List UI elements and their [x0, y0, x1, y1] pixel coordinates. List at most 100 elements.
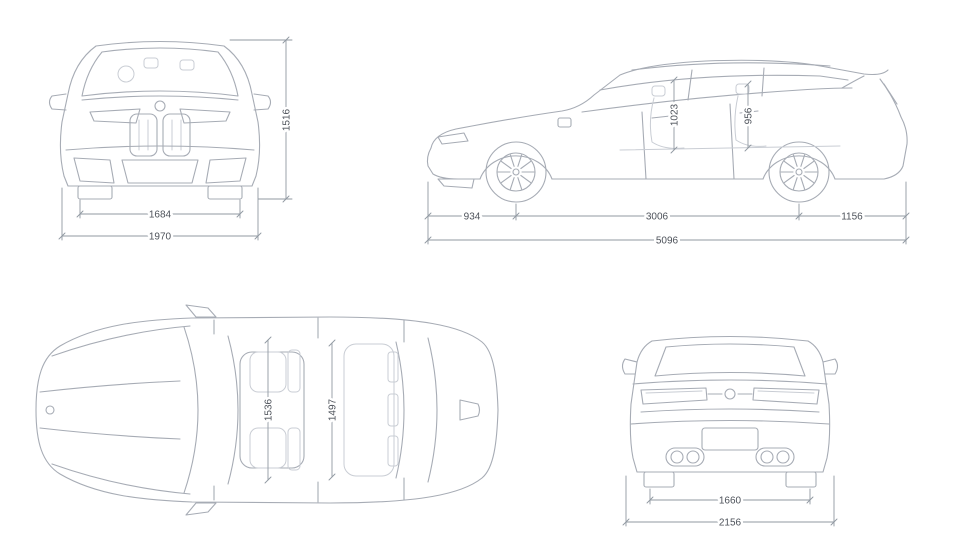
front-wheel-left	[77, 185, 113, 200]
exhaust-tip-2	[686, 450, 700, 464]
antenna-fin	[459, 399, 481, 421]
bmw-roundel-rear-icon	[724, 388, 736, 400]
rear-roof	[651, 335, 809, 342]
front-wheel	[485, 141, 547, 203]
side-upper-profile	[430, 59, 889, 149]
exhaust-housing-left	[665, 447, 705, 467]
rear-headrest-1	[387, 351, 399, 383]
top-interior-seats	[249, 343, 399, 477]
side-interior-seats	[619, 83, 841, 151]
top-body-outline	[35, 316, 499, 504]
front-view-dimensions: 1516 1684 1970	[58, 36, 295, 245]
side-dim-ticks	[424, 76, 910, 244]
rear-bench	[343, 343, 395, 477]
side-view-dimensions: 1023 956 934 3006 1156 5096	[424, 76, 910, 249]
front-side-mirrors	[48, 93, 272, 111]
rear-dim-lines	[625, 475, 835, 527]
rear-view-drawing	[621, 335, 839, 488]
bmw-roundel-top-icon	[45, 405, 55, 415]
side-beltline	[581, 87, 853, 113]
top-mirrors	[185, 304, 217, 516]
charge-port	[557, 117, 572, 128]
side-view-drawing	[426, 59, 908, 203]
headrest-left	[143, 57, 159, 69]
exhaust-tip-1	[670, 450, 684, 464]
rear-diffuser	[665, 447, 795, 467]
rear-headrest-2	[387, 393, 399, 427]
rear-dim-ticks	[622, 496, 838, 526]
front-view-drawing	[48, 40, 272, 200]
license-plate-recess	[701, 427, 759, 451]
rear-wheel-right	[785, 471, 817, 488]
dim-label-overall-length: 5096	[656, 236, 679, 247]
dim-label-interior-height-rear: 956	[744, 107, 755, 124]
side-headlight	[437, 132, 469, 145]
dim-label-front-overhang: 934	[464, 212, 481, 223]
side-front-splitter	[437, 178, 475, 189]
rear-wheels	[643, 471, 817, 488]
front-seat-left-headrest	[287, 349, 301, 393]
steering-wheel	[117, 65, 135, 83]
dim-label-interior-width-rear: 1497	[328, 398, 339, 421]
side-taillight	[883, 83, 898, 105]
headrest-right	[179, 59, 195, 71]
front-wheels	[77, 185, 243, 200]
front-dim-ticks	[58, 36, 290, 240]
rear-headrest-3	[387, 435, 399, 467]
top-dim-ticks	[264, 336, 336, 484]
top-door-cuts	[213, 317, 405, 503]
rear-wheel-left	[643, 471, 675, 488]
side-roof-rail	[631, 62, 831, 71]
side-pillars	[687, 67, 865, 101]
front-body-outline	[59, 40, 261, 187]
seat-rear	[734, 95, 767, 147]
dim-label-track-width: 1684	[149, 210, 172, 221]
taillights	[640, 387, 820, 405]
dim-label-interior-height-front: 1023	[670, 103, 681, 126]
side-interior-dim-lines	[673, 79, 749, 151]
front-lower-intakes	[65, 145, 255, 184]
seat-headrest-front	[651, 85, 666, 97]
front-seat-right-headrest	[287, 427, 301, 471]
front-interior-hints	[117, 57, 195, 83]
dim-label-rear-overhang: 1156	[841, 212, 863, 223]
dim-label-interior-width-front: 1536	[264, 398, 275, 421]
top-view-drawing	[35, 304, 499, 516]
exhaust-housing-right	[755, 447, 795, 467]
dim-label-overall-width: 1970	[149, 232, 172, 243]
rear-hatch-seam	[630, 408, 830, 425]
dim-label-wheelbase: 3006	[646, 212, 669, 223]
rear-mirrors	[621, 358, 839, 375]
rear-beltline	[632, 379, 828, 385]
front-wheel-right	[207, 185, 243, 200]
exhaust-tip-4	[776, 450, 790, 464]
top-view-dimensions: 1536 1497	[261, 336, 341, 484]
front-windshield	[81, 47, 239, 97]
bmw-roundel-front-icon	[154, 100, 166, 112]
front-hood-line	[81, 95, 239, 101]
top-hood-lines	[39, 325, 191, 495]
kidney-grille-right	[162, 113, 191, 157]
kidney-grille	[129, 113, 191, 157]
grille-slats	[138, 119, 182, 151]
side-window-top	[599, 74, 849, 91]
exhaust-tip-3	[760, 450, 774, 464]
top-dim-lines	[267, 339, 333, 481]
dim-label-rear-track: 1660	[719, 496, 742, 507]
wheel-arches	[479, 155, 836, 180]
rear-window	[654, 343, 806, 377]
rear-view-dimensions: 1660 2156	[622, 475, 838, 531]
kidney-grille-left	[129, 113, 158, 157]
seat-headrest-rear	[735, 83, 750, 95]
headlights	[89, 108, 231, 124]
taillight-inner-lines	[645, 390, 815, 394]
rear-sides	[629, 340, 831, 473]
top-rear-window-arcs	[395, 337, 438, 483]
seat-front	[649, 97, 685, 149]
side-dim-lines	[427, 181, 907, 245]
dim-label-overall-height: 1516	[282, 108, 293, 131]
top-windshield-arcs	[183, 326, 239, 494]
front-dim-lines	[61, 39, 293, 241]
